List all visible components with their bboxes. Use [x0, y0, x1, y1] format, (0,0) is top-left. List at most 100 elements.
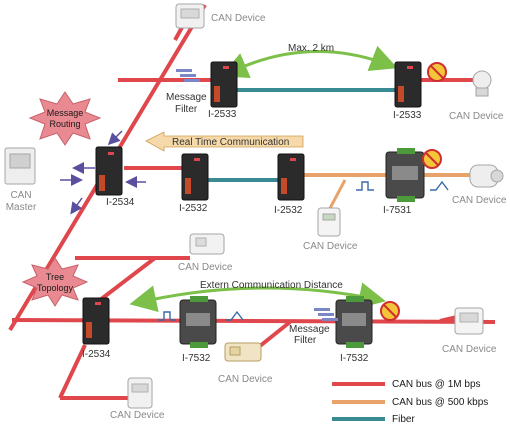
module-led: [290, 158, 296, 161]
can-device-bottom-right: CAN Device: [442, 307, 497, 355]
legend-item-can-500k: CAN bus @ 500 kbps: [332, 397, 488, 408]
module-panel: [392, 166, 418, 180]
real-time-label: Real Time Communication: [172, 137, 289, 148]
module-terminal: [99, 175, 105, 191]
can-device-label: CAN Device: [442, 344, 497, 355]
module-green-connector: [346, 342, 364, 348]
module-i7531: I-7531: [383, 148, 425, 216]
real-time-banner: Real Time Communication: [145, 131, 304, 152]
can-device-top-center: CAN Device: [175, 3, 266, 29]
can-device-label: CAN Device: [218, 374, 273, 385]
device-screen: [459, 312, 479, 323]
can-device-label: CAN Device: [303, 241, 358, 252]
module-i2533-left: I-2533: [208, 61, 238, 120]
module-led: [407, 66, 413, 69]
module-green-connector: [397, 196, 415, 202]
module-i2534-top-label: I-2534: [106, 197, 135, 208]
module-i2533-right: I-2533: [393, 61, 422, 121]
device-display: [322, 213, 336, 221]
device-port: [195, 237, 207, 247]
device-motor-cap: [490, 169, 504, 183]
can-device-branch: CAN Device: [178, 233, 233, 273]
message-routing-line-1: Message: [47, 108, 84, 118]
legend-label: Fiber: [392, 414, 415, 425]
module-i7532-right: I-7532: [335, 296, 373, 364]
module-i2534-bottom: I-2534: [82, 297, 111, 360]
module-led: [108, 152, 114, 155]
module-green-connector: [190, 342, 208, 348]
legend-item-fiber: Fiber: [332, 414, 415, 425]
max-distance-label: Max. 2 km: [288, 43, 334, 54]
module-i2534-top: I-2534: [95, 146, 135, 208]
module-led: [95, 302, 101, 305]
filter-icon: [314, 308, 338, 321]
module-i2532-left-label: I-2532: [179, 203, 208, 214]
can-device-icon: [472, 70, 492, 90]
message-filter-top-line-1: Message: [166, 92, 207, 103]
can-device-bottom-left: CAN Device: [110, 377, 165, 421]
can-device-mid-right: CAN Device: [452, 164, 507, 206]
ramp-wave-icon: [225, 310, 244, 321]
message-filter-top-line-2: Filter: [175, 104, 198, 115]
module-terminal: [281, 178, 287, 194]
can-device-bottom-center: CAN Device: [218, 342, 273, 385]
message-filter-bottom-line-1: Message: [289, 324, 330, 335]
module-i2533-right-label: I-2533: [393, 110, 422, 121]
device-screen: [131, 383, 149, 393]
no-noise-badge: [427, 62, 447, 82]
no-noise-badge: [380, 301, 400, 321]
module-i2532-right: I-2532: [274, 153, 305, 216]
module-terminal: [398, 86, 404, 102]
max-distance-arc: [220, 45, 398, 79]
module-green-connector: [346, 296, 364, 302]
extern-distance-label: Extern Communication Distance: [200, 280, 343, 291]
routing-arrows: [60, 130, 146, 215]
module-i2532-right-label: I-2532: [274, 205, 303, 216]
module-i2534-bottom-label: I-2534: [82, 349, 111, 360]
device-flange: [475, 87, 489, 97]
ramp-wave-icon: [430, 180, 449, 191]
routing-arrow: [70, 197, 83, 215]
can-master-label-line-2: Master: [6, 202, 37, 213]
can-1m-line-drop-left: [58, 344, 87, 399]
module-i2533-left-label: I-2533: [208, 109, 237, 120]
module-i7532-right-label: I-7532: [340, 353, 369, 364]
can-device-top-right: CAN Device: [449, 70, 504, 122]
message-routing-line-2: Routing: [49, 119, 80, 129]
tree-topology-line-1: Tree: [46, 272, 64, 282]
routing-arrow: [107, 130, 123, 146]
module-i7531-label: I-7531: [383, 205, 412, 216]
no-noise-badge: [422, 149, 442, 169]
square-wave-icon: [356, 181, 374, 191]
module-green-connector: [190, 296, 208, 302]
module-panel: [342, 313, 366, 326]
module-led: [194, 158, 200, 161]
can-device-icon: [189, 233, 225, 255]
can-master-label-line-1: CAN: [10, 190, 31, 201]
square-wave-icon: [158, 311, 176, 321]
can-master-screen: [9, 153, 31, 169]
module-led: [223, 66, 229, 69]
legend-label: CAN bus @ 1M bps: [392, 379, 481, 390]
can-device-icon: [127, 377, 153, 409]
can-device-icon: [317, 207, 341, 237]
can-1m-line-branch-extension: [98, 256, 157, 302]
can-device-mid-center: CAN Device: [303, 207, 358, 252]
message-filter-top: Message Filter: [166, 69, 207, 115]
device-port: [229, 346, 241, 356]
can-500k-line-to-mid-device: [326, 179, 347, 213]
module-terminal: [185, 178, 191, 194]
message-filter-bottom-line-2: Filter: [294, 335, 317, 346]
module-i2532-left: I-2532: [179, 153, 209, 214]
can-device-label: CAN Device: [452, 195, 507, 206]
tree-topology-line-2: Topology: [37, 283, 74, 293]
legend: CAN bus @ 1M bps CAN bus @ 500 kbps Fibe…: [332, 379, 488, 425]
can-device-label: CAN Device: [110, 410, 165, 421]
module-green-connector: [397, 148, 415, 154]
extern-distance-arc: [129, 282, 386, 312]
filter-icon: [176, 69, 200, 82]
waveform-icons: [158, 180, 449, 321]
message-routing-burst: Message Routing: [28, 91, 102, 146]
legend-item-can-1m: CAN bus @ 1M bps: [332, 379, 481, 390]
